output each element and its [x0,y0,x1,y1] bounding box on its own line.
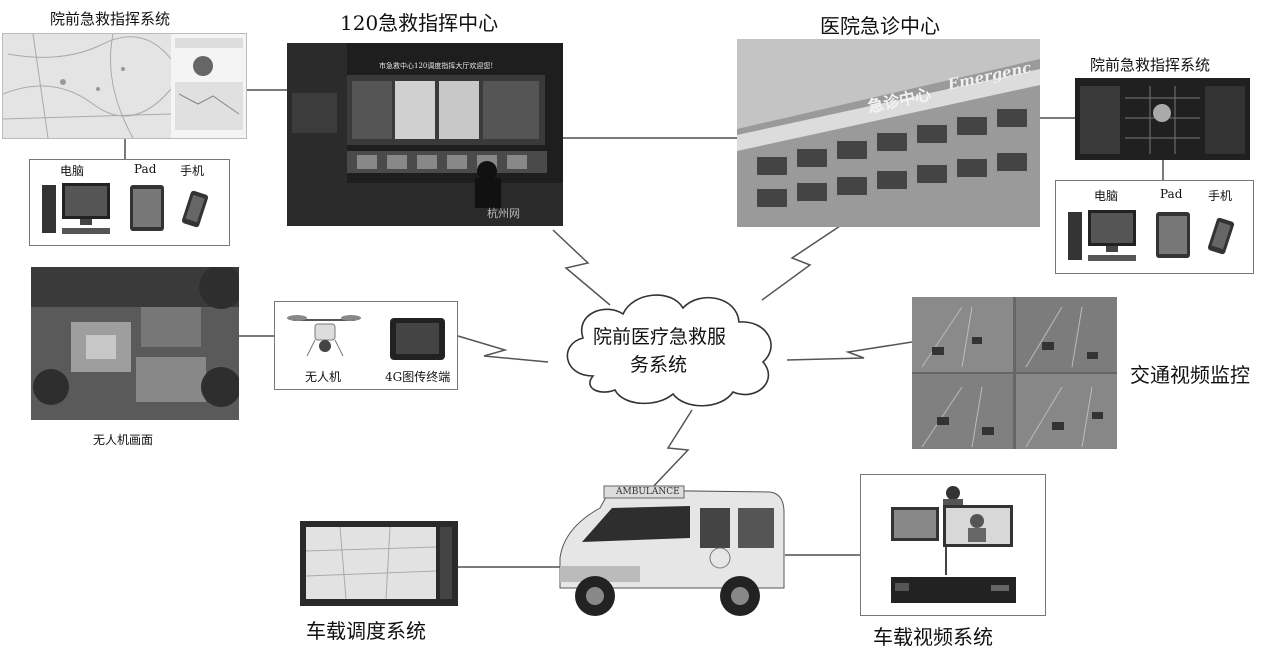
label-prehospital-left: 院前急救指挥系统 [50,10,171,28]
label-vehicle-dispatch: 车载调度系统 [306,619,426,643]
ambulance-image: AMBULANCE [540,478,790,630]
zigzag-hospital-to-cloud [761,225,841,301]
cloud-label-line2: 务系统 [630,354,688,376]
computer-icon [1068,210,1136,261]
dispatch-center-photo: 市急救中心120调度指挥大厅欢迎您! 杭州网 [287,43,563,226]
drone-box-label-drone: 无人机 [305,370,342,384]
label-hospital-emergency: 医院急诊中心 [820,14,940,38]
label-drone-view: 无人机画面 [93,433,154,447]
computer-icon [42,183,110,234]
cloud-label-line1: 院前医疗急救服 [593,326,727,348]
recorder-icon [891,577,1016,603]
map-dashboard-screenshot [2,33,247,139]
phone-icon [1207,217,1235,255]
dispatch-banner-text: 市急救中心120调度指挥大厅欢迎您! [379,62,494,70]
hospital-building-photo: 急诊中心 Emergenc [737,39,1040,227]
phone-icon [181,190,209,228]
zigzag-traffic-to-cloud [786,341,913,361]
zigzag-dispatch-to-cloud [552,229,611,306]
device-label-phone: 手机 [180,164,205,178]
label-prehospital-right: 院前急救指挥系统 [1090,56,1211,74]
drone-box-label-terminal: 4G图传终端 [385,370,451,384]
label-vehicle-video: 车载视频系统 [873,625,993,649]
devices-box-left: 电脑 Pad 手机 [29,159,230,246]
zigzag-cloud-to-ambulance [649,409,693,491]
traffic-camera-grid [912,297,1117,449]
device-label-pad: Pad [1160,187,1183,201]
device-label-pad: Pad [134,162,157,176]
ambulance-text: AMBULANCE [616,487,680,497]
drone-icon [287,315,361,357]
command-screen-screenshot [1075,78,1250,160]
label-traffic-video: 交通视频监控 [1130,363,1250,387]
label-dispatch-center: 120急救指挥中心 [340,11,499,35]
devices-box-right: 电脑 Pad 手机 [1055,180,1254,274]
device-label-computer: 电脑 [60,164,85,178]
pad-icon [130,185,164,231]
zigzag-drone-to-cloud [457,335,549,363]
drone-devices-box: 无人机 4G图传终端 [274,301,458,390]
vehicle-video-box [860,474,1046,616]
device-label-computer: 电脑 [1094,189,1119,203]
vehicle-dispatch-screen [300,521,458,606]
device-label-phone: 手机 [1208,189,1233,203]
watermark-text: 杭州网 [487,207,520,220]
terminal-icon [390,318,445,360]
cloud-shape [566,294,772,407]
drone-aerial-photo [31,267,239,420]
pad-icon [1156,212,1190,258]
camera-icon [943,486,963,505]
monitor-icon [891,505,1013,575]
